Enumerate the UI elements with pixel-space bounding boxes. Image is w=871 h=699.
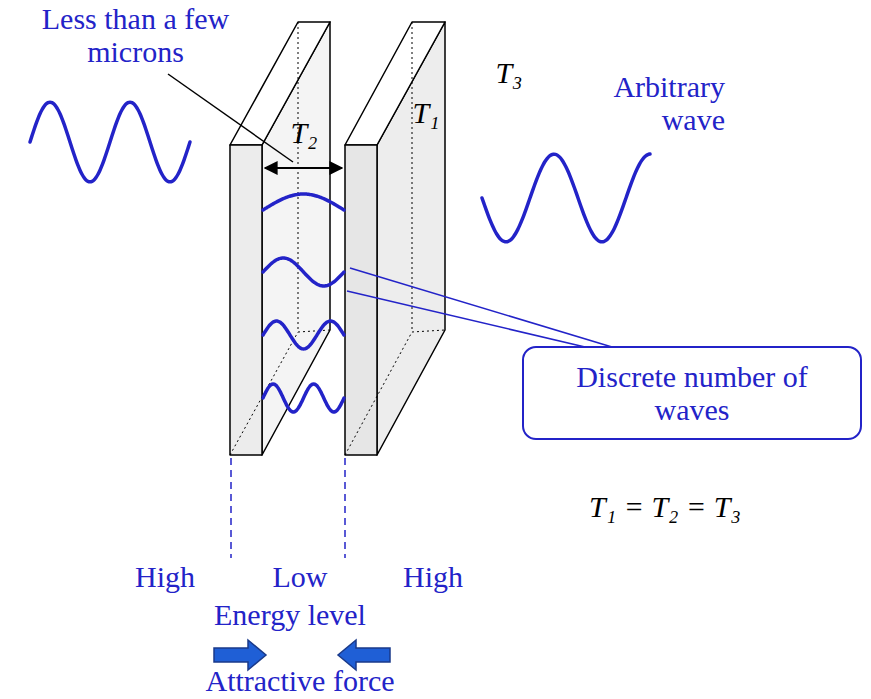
- energy-label: High: [378, 560, 488, 593]
- guide-line: [344, 458, 346, 558]
- gap-dimension-arrow: [265, 167, 342, 169]
- callout-text: Discrete number of waves: [567, 360, 817, 426]
- wave: [263, 384, 344, 412]
- callout-leader: [350, 268, 612, 347]
- axis-caption: Energy level: [180, 598, 400, 631]
- force-caption: Attractive force: [170, 664, 430, 697]
- temperature-label: T₂: [283, 116, 325, 149]
- temperature-label: T₁: [406, 96, 446, 129]
- energy-label: High: [110, 560, 220, 593]
- wave: [30, 102, 190, 182]
- right-plate: [345, 22, 445, 455]
- temperature-label: T₃: [484, 56, 534, 89]
- wave: [263, 258, 344, 286]
- wave-label: Arbitrary wave: [560, 70, 725, 136]
- guide-line: [230, 458, 232, 558]
- wave: [482, 154, 650, 242]
- callout-box: Discrete number of waves: [522, 346, 862, 440]
- callout-leader: [347, 291, 585, 347]
- wave: [263, 321, 344, 349]
- energy-label: Low: [250, 560, 350, 593]
- wave: [263, 194, 344, 210]
- temperature-equation: T₁ = T₂ = T₃: [560, 490, 770, 523]
- gap-size-label: Less than a few microns: [38, 2, 233, 68]
